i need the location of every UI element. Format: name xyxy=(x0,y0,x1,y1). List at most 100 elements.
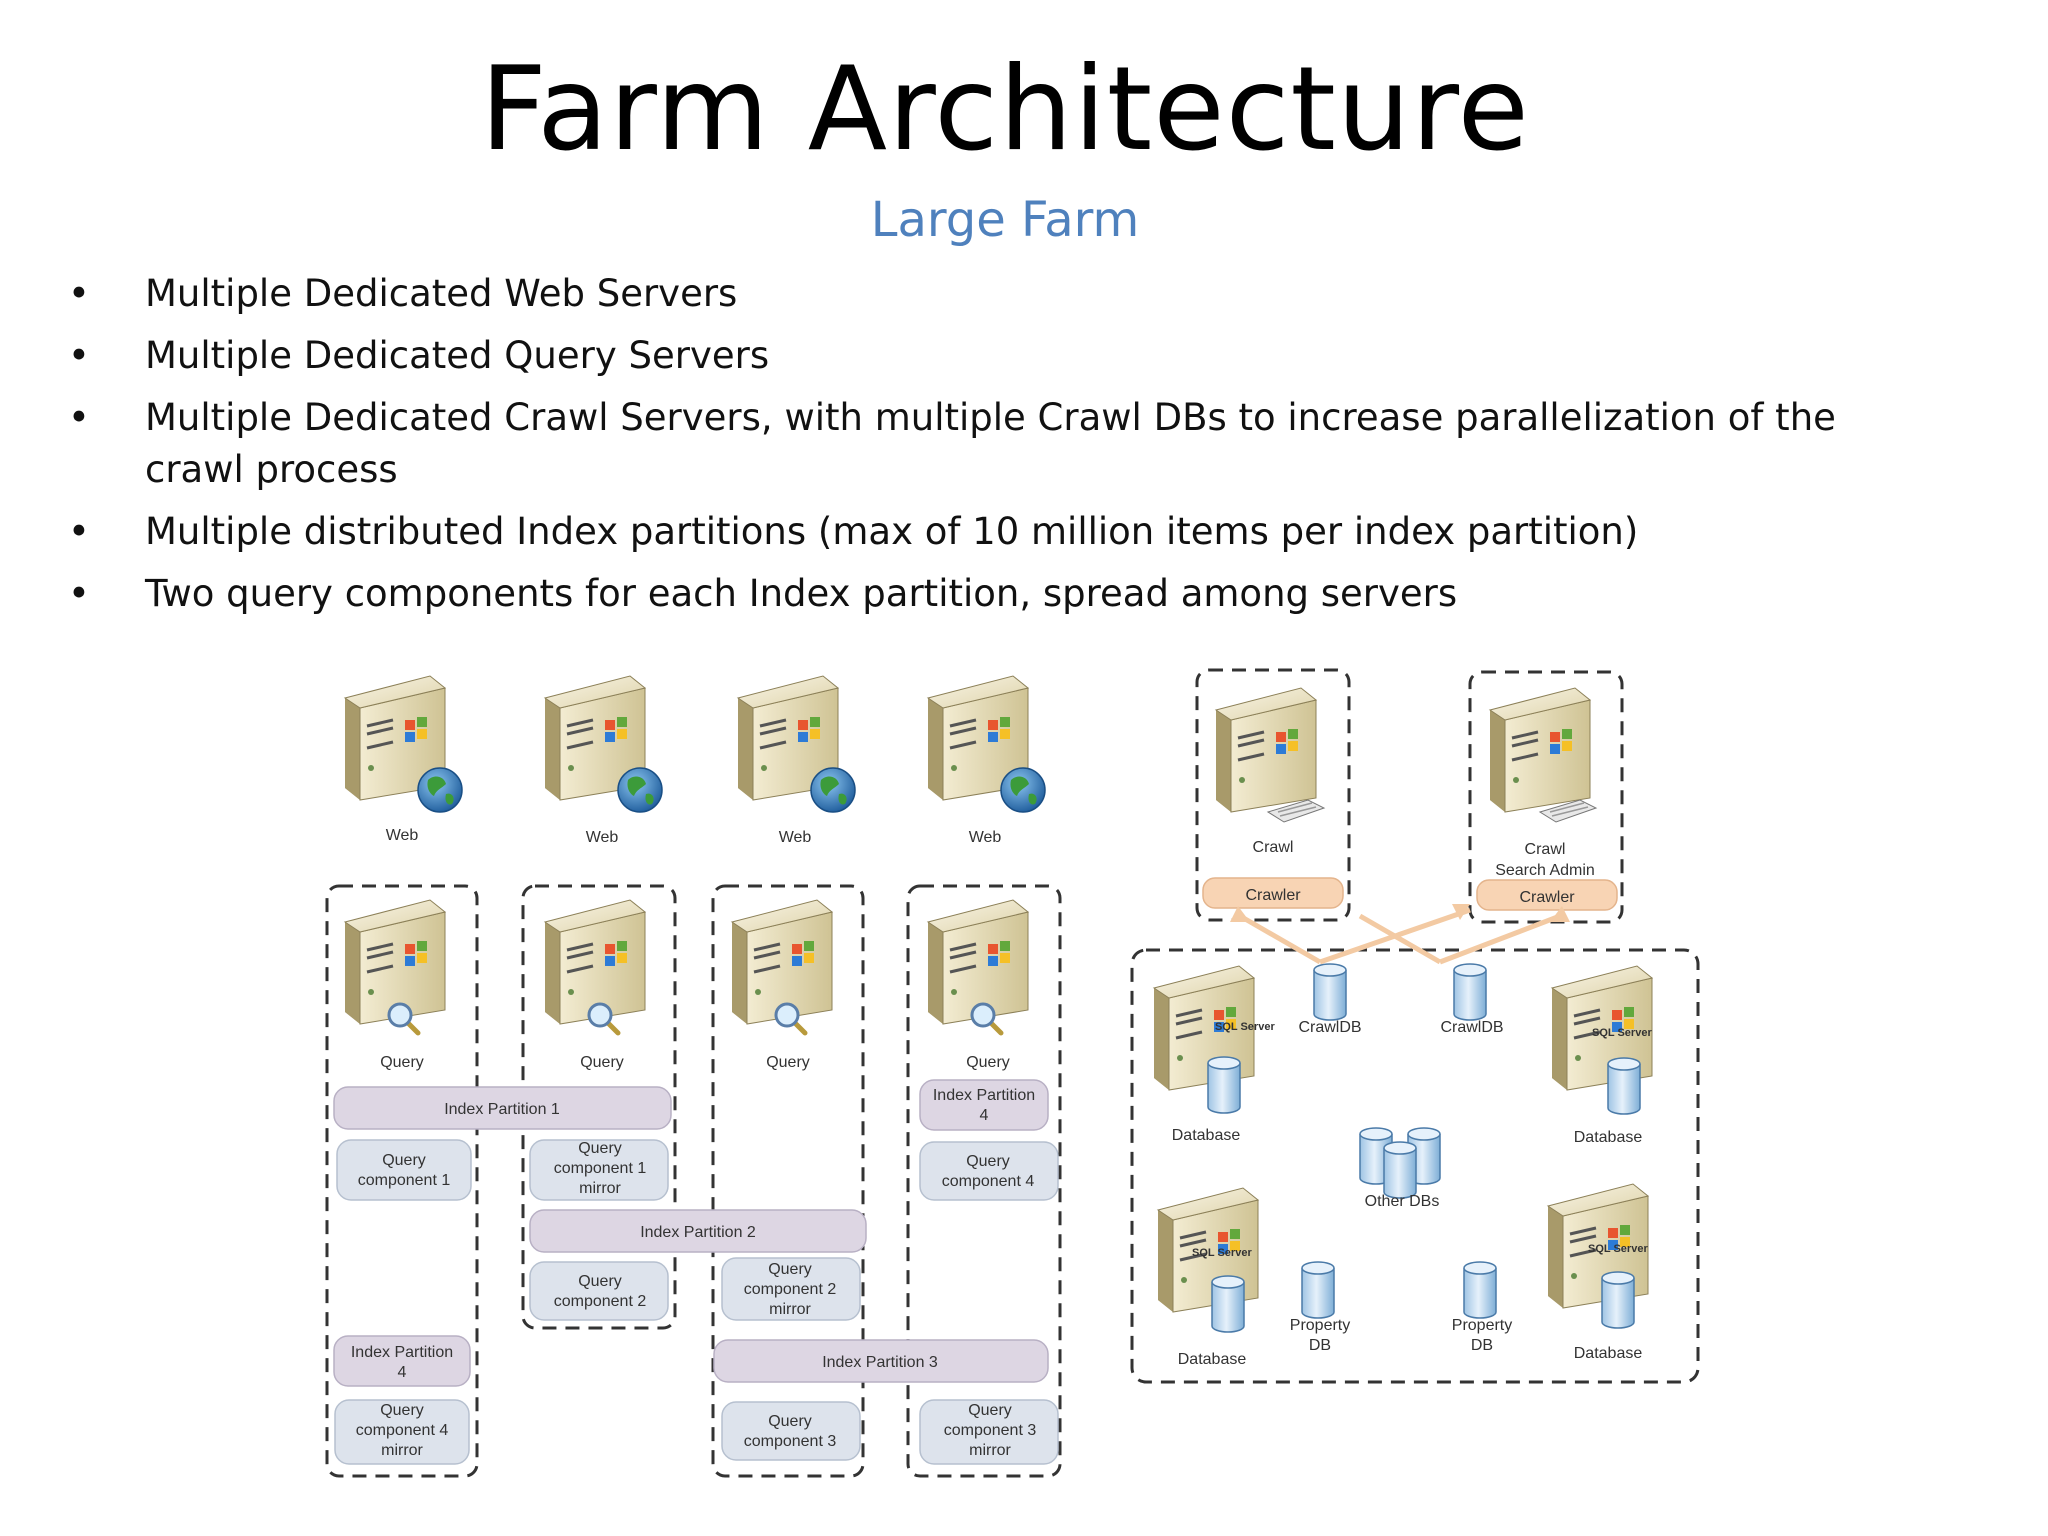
crawler-2: Crawler xyxy=(1476,879,1618,911)
bullet-marker: • xyxy=(68,334,90,377)
svg-text:component 2: component 2 xyxy=(554,1293,647,1310)
crawldb-label: CrawlDB xyxy=(1440,1019,1503,1036)
property-db-label: Property xyxy=(1452,1317,1512,1334)
database-server-bottom-left: SQL Server xyxy=(1156,1186,1260,1333)
crawl-server-label: Crawl xyxy=(1525,841,1566,858)
web-server-label: Web xyxy=(386,827,419,844)
bullet-marker: • xyxy=(68,572,90,615)
query-server-group-1 xyxy=(325,884,479,1478)
index-partition-4-col4 xyxy=(919,1079,1049,1131)
svg-text:mirror: mirror xyxy=(579,1180,621,1197)
property-db-2 xyxy=(1463,1261,1497,1319)
index-partition-1-label: Index Partition 1 xyxy=(444,1101,560,1118)
index-partition-2 xyxy=(529,1209,867,1253)
query-server-2 xyxy=(543,898,647,1033)
crawldb-label: CrawlDB xyxy=(1298,1019,1361,1036)
web-server-3 xyxy=(736,674,856,813)
property-db-1 xyxy=(1301,1261,1335,1319)
svg-text:component 1: component 1 xyxy=(554,1160,647,1177)
crawldb-2 xyxy=(1453,963,1487,1021)
other-dbs-label: Other DBs xyxy=(1365,1193,1440,1210)
web-server-label: Web xyxy=(586,829,619,846)
index-partition-4-label: 4 xyxy=(398,1364,407,1381)
svg-text:component 1: component 1 xyxy=(358,1172,451,1189)
query-server-label: Query xyxy=(580,1054,624,1071)
query-component-1: Query component 1 xyxy=(336,1139,472,1201)
crawl-server-1 xyxy=(1214,686,1325,823)
slide-title: Farm Architecture xyxy=(480,42,1530,177)
svg-text:Query: Query xyxy=(966,1153,1010,1170)
property-db-label: Property xyxy=(1290,1317,1350,1334)
index-partition-4-label: Index Partition xyxy=(351,1344,453,1361)
query-server-3 xyxy=(730,898,834,1033)
web-server-2 xyxy=(543,674,663,813)
query-server-4 xyxy=(926,898,1030,1033)
svg-text:mirror: mirror xyxy=(381,1442,423,1459)
bullet-item: •Multiple Dedicated Web Servers xyxy=(68,268,1968,320)
database-server-top-left: SQL Server xyxy=(1152,964,1275,1114)
bullet-list: •Multiple Dedicated Web Servers • Multipl… xyxy=(68,268,1968,630)
bullet-text: Multiple Dedicated Crawl Servers, with m… xyxy=(145,396,1836,491)
crawl-server-2 xyxy=(1488,686,1597,823)
svg-text:mirror: mirror xyxy=(769,1301,811,1318)
svg-text:Query: Query xyxy=(380,1402,424,1419)
query-component-3-mirror: Query component 3 mirror xyxy=(919,1399,1059,1465)
query-component-1-mirror: Query component 1 mirror xyxy=(529,1139,669,1201)
bullet-item: • Two query components for each Index par… xyxy=(68,568,1968,620)
svg-text:SQL Server: SQL Server xyxy=(1588,1243,1648,1255)
bullet-text: Two query components for each Index part… xyxy=(145,572,1458,615)
index-partition-3 xyxy=(713,1339,1049,1383)
query-component-4-mirror: Query component 4 mirror xyxy=(334,1399,470,1465)
query-component-2-mirror: Query component 2 mirror xyxy=(721,1257,861,1321)
crawldb-1 xyxy=(1313,963,1347,1021)
query-server-label: Query xyxy=(966,1054,1010,1071)
crawler-1: Crawler xyxy=(1202,877,1344,909)
svg-text:component 2: component 2 xyxy=(744,1281,837,1298)
index-partition-4-col1 xyxy=(333,1335,471,1387)
web-server-label: Web xyxy=(779,829,812,846)
index-partition-1 xyxy=(333,1086,672,1130)
bullet-marker: • xyxy=(68,396,90,439)
database-server-top-right: SQL Server xyxy=(1550,964,1654,1115)
svg-text:component 4: component 4 xyxy=(356,1422,449,1439)
query-server-label: Query xyxy=(380,1054,424,1071)
bullet-marker: • xyxy=(68,272,90,315)
svg-text:component 4: component 4 xyxy=(942,1173,1035,1190)
svg-text:Query: Query xyxy=(578,1140,622,1157)
index-partition-4-label: Index Partition xyxy=(933,1087,1035,1104)
bullet-marker: • xyxy=(68,510,90,553)
property-db-label: DB xyxy=(1471,1337,1493,1354)
svg-text:SQL Server: SQL Server xyxy=(1592,1027,1652,1039)
crawl-db-connectors xyxy=(1230,904,1570,965)
svg-text:Crawler: Crawler xyxy=(1245,887,1301,904)
svg-text:SQL Server: SQL Server xyxy=(1192,1247,1252,1259)
query-server-group-2 xyxy=(521,884,677,1330)
index-partition-4-label: 4 xyxy=(980,1107,989,1124)
bullet-item: • Multiple Dedicated Crawl Servers, with … xyxy=(68,392,1925,496)
query-server-group-4 xyxy=(906,884,1062,1478)
query-server-group-3 xyxy=(711,884,865,1478)
query-server-label: Query xyxy=(766,1054,810,1071)
svg-text:Query: Query xyxy=(768,1261,812,1278)
database-label: Database xyxy=(1172,1127,1241,1144)
crawl-server-label: Search Admin xyxy=(1495,862,1595,879)
other-dbs-icon xyxy=(1359,1127,1441,1199)
database-server-group xyxy=(1130,948,1700,1384)
query-component-4: Query component 4 xyxy=(919,1141,1059,1201)
svg-text:Query: Query xyxy=(968,1402,1012,1419)
property-db-label: DB xyxy=(1309,1337,1331,1354)
crawl-server-label: Crawl xyxy=(1253,839,1294,856)
web-server-4 xyxy=(926,674,1046,813)
crawl-server-group-2 xyxy=(1468,670,1624,924)
bullet-text: Multiple distributed Index partitions (m… xyxy=(145,510,1639,553)
query-component-3: Query component 3 xyxy=(721,1401,861,1461)
svg-text:component 3: component 3 xyxy=(944,1422,1037,1439)
svg-text:component 3: component 3 xyxy=(744,1433,837,1450)
database-label: Database xyxy=(1178,1351,1247,1368)
svg-text:Query: Query xyxy=(768,1413,812,1430)
database-server-bottom-right: SQL Server xyxy=(1546,1182,1650,1329)
query-component-2: Query component 2 xyxy=(529,1261,669,1321)
database-label: Database xyxy=(1574,1129,1643,1146)
query-server-1 xyxy=(343,898,447,1033)
